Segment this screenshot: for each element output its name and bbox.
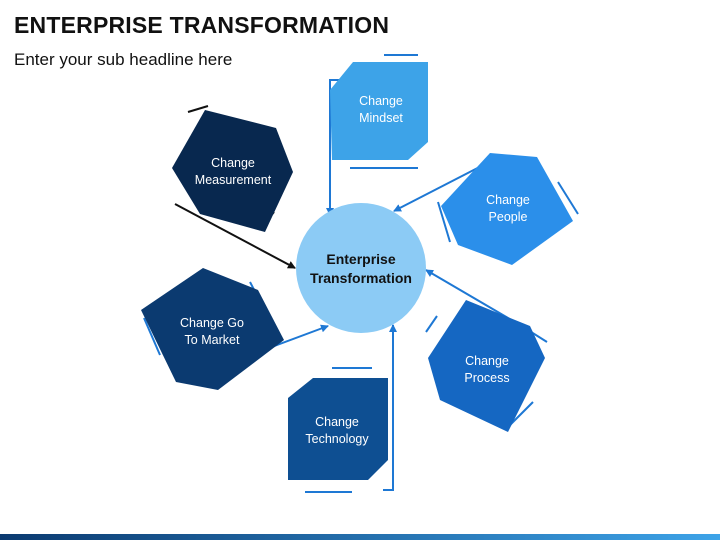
node-label-mindset: Change <box>359 94 403 108</box>
node-label-measurement: Change <box>211 156 255 170</box>
bottom-accent-bar <box>0 534 720 540</box>
node-label-technology: Change <box>315 415 359 429</box>
center-circle <box>296 203 426 333</box>
node-shape-people <box>441 153 573 265</box>
node-label-process: Process <box>464 371 509 385</box>
node-label-mindset: Mindset <box>359 111 403 125</box>
node-label-go-to-market: Change Go <box>180 316 244 330</box>
node-label-process: Change <box>465 354 509 368</box>
nodes: Change Mindset Change People Change Proc… <box>141 62 573 480</box>
node-shape-mindset <box>330 62 428 160</box>
page-title: ENTERPRISE TRANSFORMATION <box>14 12 390 38</box>
page-subtitle: Enter your sub headline here <box>14 50 233 69</box>
connector-technology <box>383 324 397 491</box>
center-node: Enterprise Transformation <box>296 203 426 333</box>
node-shape-technology <box>288 378 388 480</box>
node-shape-go-to-market <box>141 268 284 390</box>
accent-line <box>509 401 534 426</box>
accent-line <box>425 315 438 333</box>
accent-line <box>557 181 579 215</box>
node-shape-measurement <box>172 110 293 232</box>
accent-line <box>437 201 451 243</box>
node-label-people: Change <box>486 193 530 207</box>
center-label: Enterprise <box>326 251 395 267</box>
node-label-technology: Technology <box>305 432 369 446</box>
accent-line <box>187 105 209 113</box>
center-label: Transformation <box>310 270 412 286</box>
node-shape-process <box>428 300 545 432</box>
node-label-go-to-market: To Market <box>185 333 240 347</box>
node-label-people: People <box>489 210 528 224</box>
connector-mindset <box>326 79 340 216</box>
connector-measurement <box>174 203 296 269</box>
node-label-measurement: Measurement <box>195 173 272 187</box>
accent-line <box>143 317 161 356</box>
